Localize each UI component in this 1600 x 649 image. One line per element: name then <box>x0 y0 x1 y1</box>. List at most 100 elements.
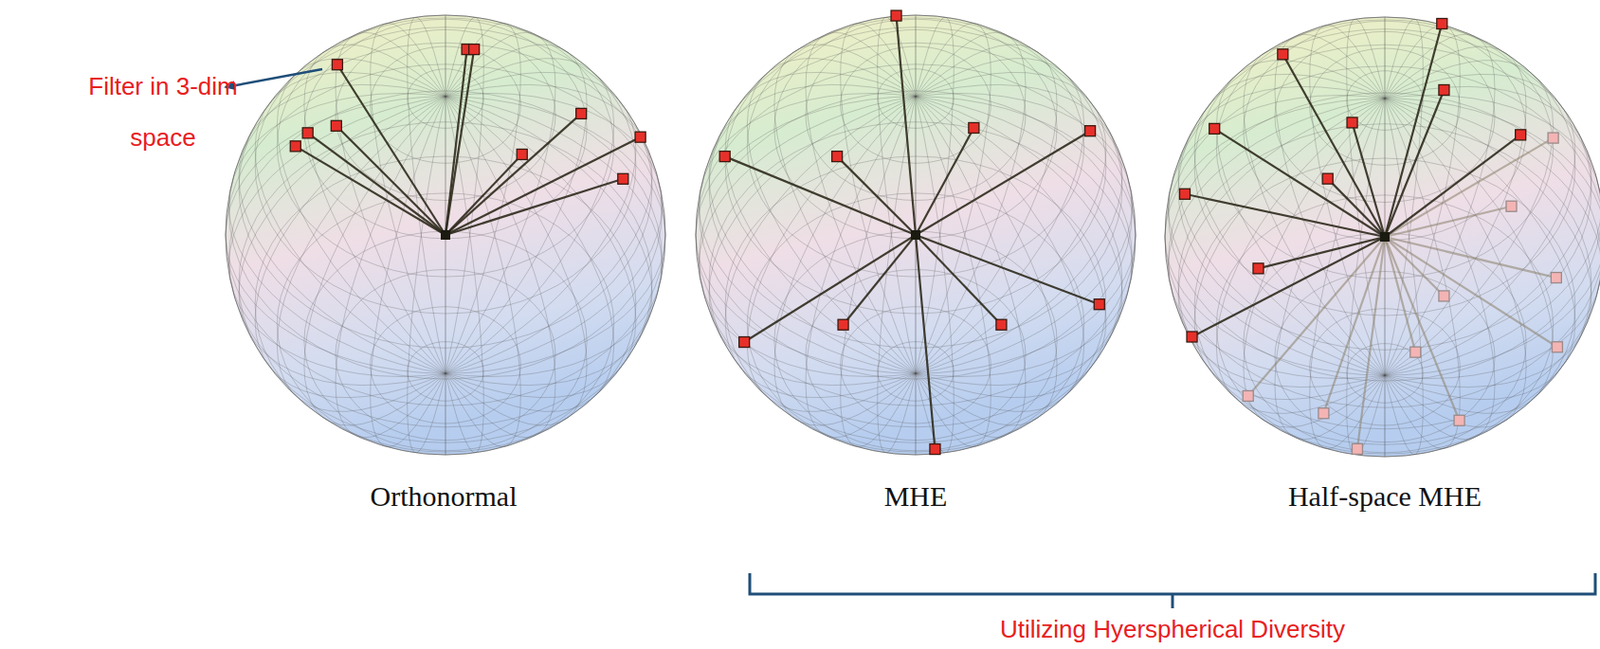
filter-vector <box>1214 128 1385 237</box>
filter-vector <box>1384 236 1558 347</box>
figure-caption: Half-space MHE <box>1288 479 1482 514</box>
longitude-line <box>1194 73 1576 400</box>
longitude-line <box>805 32 1026 438</box>
origin-point <box>1380 232 1390 242</box>
origin-point <box>910 230 921 240</box>
origin-point <box>440 230 451 240</box>
filter-vector <box>1384 236 1460 421</box>
filter-point <box>837 319 849 330</box>
filter-point <box>1346 117 1358 128</box>
latitude-line <box>1164 66 1600 408</box>
filter-point <box>1438 290 1450 302</box>
filter-vector <box>896 16 916 236</box>
longitude-line <box>1164 98 1600 376</box>
longitude-line <box>746 58 1084 413</box>
callout-label: Filter in 3-dim space <box>85 60 242 164</box>
filter-point <box>1515 129 1527 141</box>
filter-point <box>1277 49 1289 60</box>
filter-vector <box>445 49 468 236</box>
filter-vector <box>915 235 935 450</box>
filter-point <box>618 173 629 184</box>
figure-caption: Orthonormal <box>370 479 518 514</box>
longitude-line <box>1168 95 1600 380</box>
longitude-line <box>1216 60 1553 415</box>
filter-vector <box>1192 236 1385 337</box>
filter-point <box>516 148 528 160</box>
bracket <box>749 573 1596 609</box>
longitude-line <box>1178 86 1592 387</box>
longitude-line <box>1346 18 1424 455</box>
filter-vector <box>843 235 916 326</box>
filter-point <box>1438 84 1450 95</box>
longitude-line <box>699 93 1133 378</box>
filter-vector <box>915 235 1001 326</box>
figure-caption: MHE <box>884 479 948 514</box>
filter-vector <box>1384 236 1557 278</box>
filter-vector <box>1327 179 1385 237</box>
sphere <box>695 15 1136 455</box>
longitude-line <box>709 84 1123 385</box>
longitude-line <box>254 72 637 398</box>
leader-arrow <box>225 69 323 88</box>
filter-point <box>929 444 941 455</box>
filter-point <box>1253 263 1264 274</box>
longitude-line <box>229 93 663 378</box>
filter-point <box>1242 390 1254 401</box>
filter-point <box>719 151 730 163</box>
filter-vector <box>445 49 474 236</box>
filter-point <box>1351 443 1363 455</box>
sphere <box>225 15 666 455</box>
filter-point <box>1093 299 1105 310</box>
filter-point <box>1322 173 1333 184</box>
sphere <box>1164 17 1600 457</box>
filter-vector <box>445 179 623 236</box>
filter-vector <box>1248 236 1385 397</box>
filter-vector <box>1357 236 1385 450</box>
filter-point <box>302 127 313 139</box>
filter-point <box>1209 123 1220 134</box>
filter-point <box>1506 200 1517 212</box>
filter-point <box>290 141 301 152</box>
filter-point <box>1410 346 1421 358</box>
origin-point <box>1380 232 1390 242</box>
filter-point <box>1551 342 1563 353</box>
filter-point <box>330 120 342 131</box>
filter-vector <box>1384 23 1442 237</box>
filter-point <box>1550 272 1562 284</box>
longitude-line <box>1168 95 1600 380</box>
filter-vector <box>915 235 1100 305</box>
filter-point <box>331 59 343 71</box>
filter-point <box>996 319 1007 330</box>
filter-point <box>1318 408 1329 419</box>
longitude-line <box>276 58 614 413</box>
filter-vector <box>915 127 974 236</box>
bracket-label: Utilizing Hyerspherical Diversity <box>1000 615 1346 644</box>
longitude-line <box>774 44 1057 426</box>
longitude-line <box>725 72 1107 398</box>
filter-vector <box>336 126 446 236</box>
filter-point <box>635 131 646 143</box>
filter-point <box>968 122 980 133</box>
filter-point <box>832 151 843 163</box>
filter-point <box>739 337 750 348</box>
filter-point <box>576 108 587 119</box>
filter-vector <box>744 235 916 343</box>
longitude-line <box>877 17 955 453</box>
filter-vector <box>1384 138 1554 237</box>
filter-point <box>1454 415 1465 426</box>
filter-vector <box>1258 236 1385 269</box>
filter-vector <box>1282 54 1385 237</box>
filter-point <box>469 44 480 55</box>
filter-vector <box>1384 134 1521 237</box>
filter-point <box>1085 126 1096 137</box>
filter-vector <box>337 64 446 236</box>
longitude-line <box>1274 34 1495 440</box>
filter-vector <box>725 156 916 236</box>
filter-vector <box>836 156 916 236</box>
longitude-line <box>407 17 485 453</box>
longitude-line <box>238 84 653 385</box>
longitude-line <box>335 32 556 438</box>
filter-vector <box>308 132 446 236</box>
